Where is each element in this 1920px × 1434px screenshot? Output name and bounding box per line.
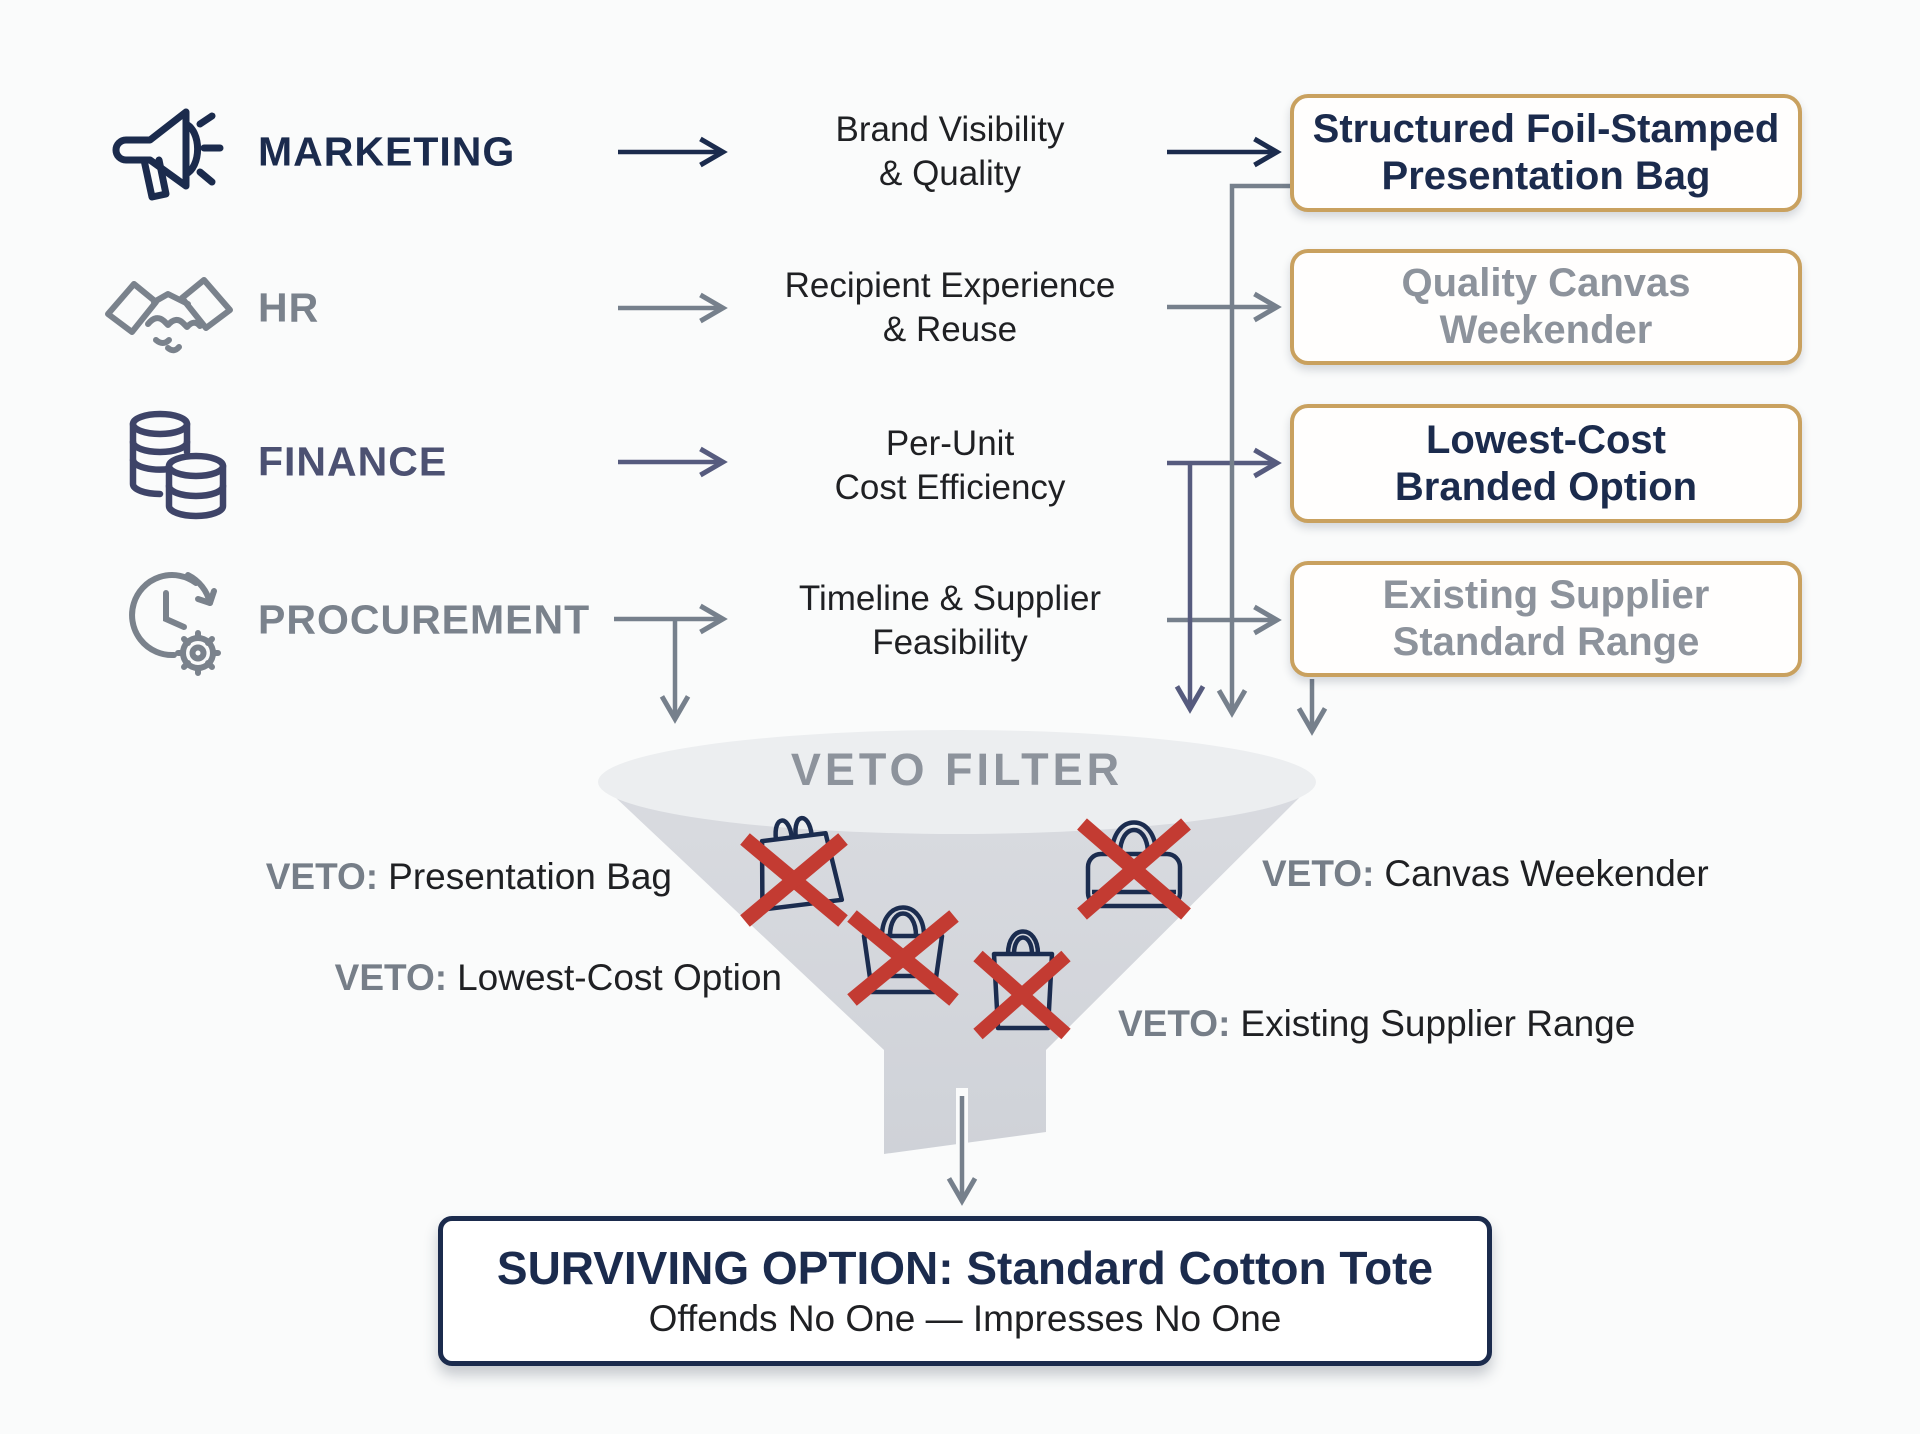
veto-prefix: VETO: xyxy=(265,856,379,897)
option-box-lowest-cost: Lowest-Cost Branded Option xyxy=(1290,404,1802,523)
option-line: Existing Supplier xyxy=(1382,573,1710,617)
option-line: Structured Foil-Stamped xyxy=(1312,107,1780,151)
veto-label-canvas-weekender: VETO:Canvas Weekender xyxy=(1262,853,1709,895)
option-line: Quality Canvas xyxy=(1401,261,1691,305)
veto-prefix: VETO: xyxy=(1262,853,1375,894)
priority-procurement: Timeline & Supplier Feasibility xyxy=(740,577,1160,665)
veto-label-supplier-range: VETO:Existing Supplier Range xyxy=(1118,1003,1635,1045)
priority-line: Timeline & Supplier xyxy=(798,579,1102,618)
veto-label-presentation-bag: VETO:Presentation Bag xyxy=(266,856,672,898)
priority-line: Recipient Experience xyxy=(784,266,1116,305)
dept-label-finance: FINANCE xyxy=(258,438,448,485)
option-line: Presentation Bag xyxy=(1381,154,1711,198)
priority-hr: Recipient Experience & Reuse xyxy=(740,264,1160,352)
option-line: Weekender xyxy=(1439,308,1653,352)
veto-prefix: VETO: xyxy=(334,957,448,998)
surviving-option-title: SURVIVING OPTION: Standard Cotton Tote xyxy=(496,1242,1434,1294)
funnel-rim xyxy=(598,730,1316,834)
dept-label-marketing: MARKETING xyxy=(258,128,516,175)
veto-label-lowest-cost: VETO:Lowest-Cost Option xyxy=(335,957,782,999)
priority-marketing: Brand Visibility & Quality xyxy=(740,108,1160,196)
option-line: Standard Range xyxy=(1392,620,1700,664)
option-line: Branded Option xyxy=(1394,464,1698,509)
priority-line: & Quality xyxy=(879,154,1021,193)
handshake-icon xyxy=(105,277,233,354)
option-line: Lowest-Cost xyxy=(1426,417,1666,462)
priority-line: Cost Efficiency xyxy=(834,468,1066,507)
veto-text: Lowest-Cost Option xyxy=(457,957,782,998)
surviving-option-box: SURVIVING OPTION: Standard Cotton Tote O… xyxy=(438,1216,1492,1366)
option-box-canvas-weekender: Quality Canvas Weekender xyxy=(1290,249,1802,365)
priority-line: Brand Visibility xyxy=(835,110,1065,149)
priority-line: Feasibility xyxy=(872,623,1028,662)
priority-finance: Per-Unit Cost Efficiency xyxy=(740,422,1160,510)
arrow-box1-to-funnel xyxy=(1216,183,1290,718)
priority-line: Per-Unit xyxy=(885,424,1015,463)
option-box-presentation-bag: Structured Foil-Stamped Presentation Bag xyxy=(1290,94,1802,212)
vetoed-bag-presentation-icon xyxy=(740,815,848,927)
veto-text: Presentation Bag xyxy=(388,856,672,897)
veto-text: Canvas Weekender xyxy=(1384,853,1709,894)
vetoed-bag-weekender-icon xyxy=(1077,818,1191,920)
option-box-supplier-range: Existing Supplier Standard Range xyxy=(1290,561,1802,677)
vetoed-bag-standard-tote-icon xyxy=(973,929,1071,1040)
veto-prefix: VETO: xyxy=(1118,1003,1231,1044)
coins-icon xyxy=(129,410,227,520)
megaphone-icon xyxy=(112,108,224,201)
vetoed-bag-lowest-cost-icon xyxy=(847,905,959,1006)
dept-label-procurement: PROCUREMENT xyxy=(258,596,591,643)
dept-label-hr: HR xyxy=(258,284,320,331)
priority-line: & Reuse xyxy=(882,310,1018,349)
veto-text: Existing Supplier Range xyxy=(1240,1003,1636,1044)
clock-gear-icon xyxy=(129,572,221,676)
surviving-option-subtitle: Offends No One — Impresses No One xyxy=(648,1298,1282,1339)
funnel-title: VETO FILTER xyxy=(790,744,1124,795)
